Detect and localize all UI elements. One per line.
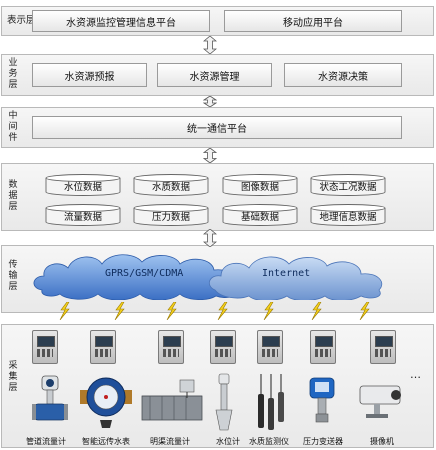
rtu-terminal-icon [310,330,336,364]
smart-water-meter-label: 智能远传水表 [82,437,130,446]
transport-layer-label: 传 输 层 [8,260,18,292]
mobile-app-platform-box: 移动应用平台 [224,10,402,32]
open-channel-flowmeter-label: 明渠流量计 [150,437,190,446]
wireless-bolt-icon [59,302,70,320]
acquisition-layer-label: 采 集 层 [8,361,18,393]
business-layer-label: 业 务 层 [8,58,18,90]
rtu-terminal-icon [90,330,116,364]
rtu-terminal-icon [158,330,184,364]
unified-comm-platform-box: 统一通信平台 [32,116,402,139]
wireless-bolt-icon [359,302,370,320]
presentation-layer: 表示层 水资源监控管理信息平台 移动应用平台 [1,6,434,36]
business-layer: 业 务 层 水资源预报 水资源管理 水资源决策 [1,54,434,96]
smart-water-meter-icon [80,377,132,428]
middleware-layer: 中 间 件 统一通信平台 [1,107,434,148]
water-level-data-label: 水位数据 [63,182,102,193]
rtu-terminal-icon [32,330,58,364]
water-decision-box: 水资源决策 [284,63,402,87]
pipe-flowmeter-label: 管道流量计 [26,437,66,446]
data-layer-label: 数 据 层 [8,180,18,212]
internet-cloud-icon [208,256,383,300]
basic-data-label: 基础数据 [240,212,279,223]
double-arrow-icon [203,229,217,247]
wireless-bolt-icon [166,302,177,320]
more-devices-ellipsis: … [410,368,421,381]
water-quality-monitor-icon [258,374,284,430]
pressure-transmitter-label: 压力变送器 [303,437,343,446]
middleware-layer-label: 中 间 件 [8,111,18,143]
open-channel-flowmeter-icon [141,379,203,421]
water-management-box: 水资源管理 [157,63,272,87]
rtu-terminal-icon [370,330,396,364]
camera-icon [359,385,401,418]
image-data-cylinder: 图像数据 [222,174,298,196]
geo-data-cylinder: 地理信息数据 [310,204,386,226]
image-data-label: 图像数据 [240,182,279,193]
water-level-gauge-icon [215,373,233,431]
internet-cloud-label: Internet [262,268,311,279]
presentation-layer-label: 表示层 [7,15,36,26]
double-arrow-icon [203,148,217,163]
status-data-cylinder: 状态工况数据 [310,174,386,196]
water-quality-data-cylinder: 水质数据 [133,174,209,196]
water-quality-data-label: 水质数据 [151,182,190,193]
basic-data-cylinder: 基础数据 [222,204,298,226]
double-arrow-icon [203,96,217,107]
pressure-transmitter-icon [309,377,335,423]
camera-label: 摄像机 [370,437,394,446]
geo-data-label: 地理信息数据 [319,212,377,223]
status-data-label: 状态工况数据 [319,182,377,193]
rtu-terminal-icon [257,330,283,364]
water-forecast-box: 水资源预报 [32,63,147,87]
flow-data-label: 流量数据 [63,212,102,223]
wireless-bolt-icon [311,302,322,320]
rtu-terminal-icon [210,330,236,364]
water-quality-monitor-label: 水质监测仪 [249,437,289,446]
pressure-data-label: 压力数据 [151,212,190,223]
gprs-cloud-label: GPRS/GSM/CDMA [105,268,184,279]
pressure-data-cylinder: 压力数据 [133,204,209,226]
wireless-bolt-icon [114,302,125,320]
wireless-bolt-icon [217,302,228,320]
water-level-gauge-label: 水位计 [216,437,240,446]
water-monitoring-platform-box: 水资源监控管理信息平台 [32,10,210,32]
double-arrow-icon [203,36,217,54]
pipe-flowmeter-icon [32,375,68,421]
water-level-data-cylinder: 水位数据 [45,174,121,196]
flow-data-cylinder: 流量数据 [45,204,121,226]
wireless-bolt-icon [263,302,274,320]
